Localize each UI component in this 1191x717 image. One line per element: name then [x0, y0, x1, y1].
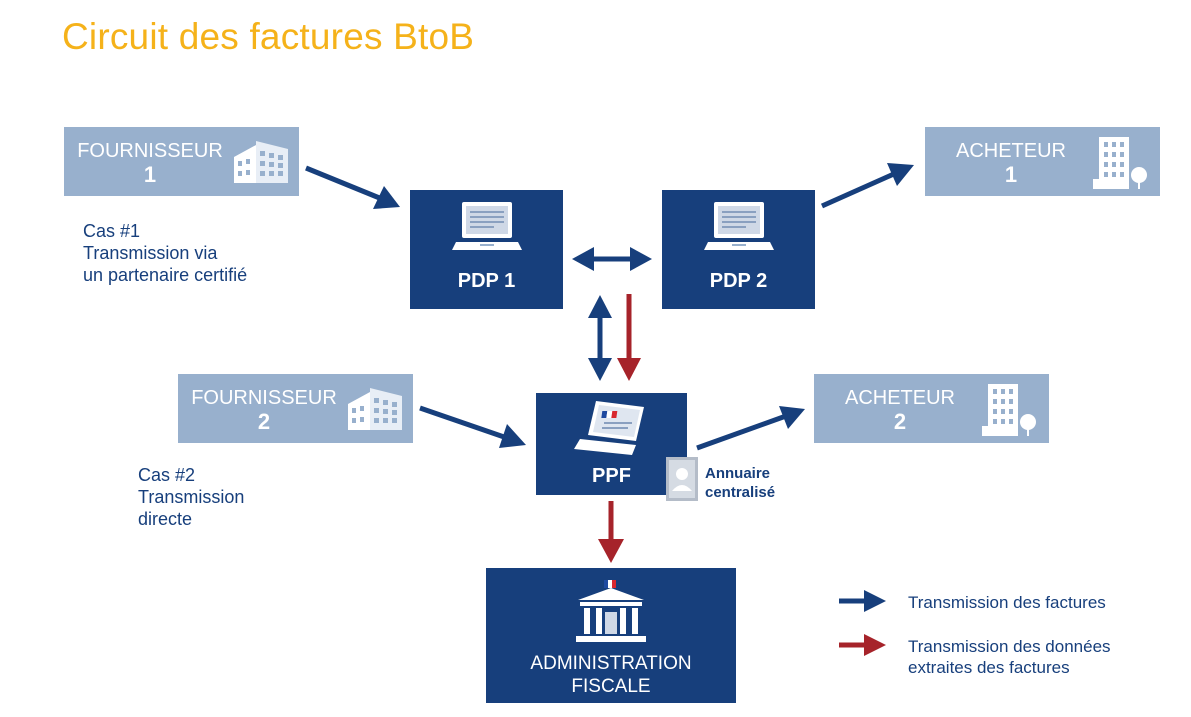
- fournisseur-1-box: FOURNISSEUR 1: [64, 127, 299, 196]
- pdp-2-box: PDP 2: [662, 190, 815, 309]
- legend-donnees-line1: Transmission des données: [908, 637, 1111, 656]
- cas-1-line3: un partenaire certifié: [83, 265, 248, 285]
- fournisseur-2-title: FOURNISSEUR: [191, 387, 337, 409]
- pdp-1-box: PDP 1: [410, 190, 563, 309]
- legend-donnees: Transmission des données extraites des f…: [908, 636, 1111, 678]
- fournisseur-2-number: 2: [257, 409, 271, 434]
- cas-2-line3: directe: [138, 509, 193, 529]
- acheteur-2-box: ACHETEUR 2: [814, 374, 1049, 443]
- cas-2-line2: Transmission: [138, 487, 245, 507]
- administration-line1: ADMINISTRATION: [530, 653, 692, 674]
- arrow-pdp1-pdp2-bidirectional: [572, 247, 652, 271]
- administration-line2: FISCALE: [571, 676, 651, 697]
- arrow-pdp2-to-acheteur1: [820, 163, 914, 209]
- government-building-icon: [576, 580, 646, 642]
- fournisseur-2-label: FOURNISSEUR 2: [184, 387, 344, 433]
- pdp-1-label: PDP 1: [457, 270, 516, 292]
- laptop-flag-icon: [574, 401, 644, 455]
- arrow-pdp1-ppf-bidirectional: [588, 295, 612, 381]
- acheteur-1-title: ACHETEUR: [955, 140, 1066, 162]
- annuaire-line2: centralisé: [705, 484, 776, 501]
- fournisseur-2-box: FOURNISSEUR 2: [178, 374, 413, 443]
- acheteur-2-title: ACHETEUR: [844, 387, 955, 409]
- annuaire-label: Annuaire centralisé: [705, 464, 775, 502]
- acheteur-1-label: ACHETEUR 1: [931, 140, 1091, 186]
- cas-2-line1: Cas #2: [138, 465, 196, 485]
- office-tower-icon: [1093, 137, 1147, 189]
- ppf-label: PPF: [592, 465, 631, 487]
- arrow-ppf-to-acheteur2: [696, 406, 805, 451]
- administration-fiscale-box: ADMINISTRATION FISCALE: [486, 568, 736, 703]
- pdp-2-label: PDP 2: [709, 270, 768, 292]
- fournisseur-1-number: 1: [143, 162, 157, 187]
- acheteur-2-label: ACHETEUR 2: [820, 387, 980, 433]
- office-tower-icon: [982, 384, 1036, 436]
- laptop-icon: [452, 202, 522, 250]
- directory-contact-icon: [666, 457, 698, 501]
- arrow-pdp-to-ppf-data: [617, 294, 641, 381]
- acheteur-1-number: 1: [1004, 162, 1018, 187]
- administration-fiscale-label: ADMINISTRATION FISCALE: [486, 652, 736, 698]
- legend-blue-arrow: [839, 590, 886, 612]
- fournisseur-1-label: FOURNISSEUR 1: [70, 140, 230, 186]
- arrow-fournisseur2-to-ppf: [419, 405, 526, 448]
- legend-red-arrow: [839, 634, 886, 656]
- factory-building-icon: [348, 388, 402, 430]
- page-title: Circuit des factures BtoB: [62, 16, 475, 57]
- acheteur-1-box: ACHETEUR 1: [925, 127, 1160, 196]
- legend-factures: Transmission des factures: [908, 593, 1106, 612]
- arrow-ppf-to-administration-data: [598, 501, 624, 563]
- annuaire-line1: Annuaire: [705, 465, 771, 482]
- fournisseur-1-title: FOURNISSEUR: [77, 140, 223, 162]
- legend-donnees-line2: extraites des factures: [908, 658, 1070, 677]
- acheteur-2-number: 2: [893, 409, 907, 434]
- cas-1-note: Cas #1 Transmission via un partenaire ce…: [83, 220, 247, 286]
- cas-1-line1: Cas #1: [83, 221, 141, 241]
- cas-1-line2: Transmission via: [83, 243, 218, 263]
- arrow-fournisseur1-to-pdp1: [305, 165, 400, 209]
- factory-building-icon: [234, 141, 288, 183]
- laptop-icon: [704, 202, 774, 250]
- ppf-box: PPF: [536, 393, 687, 495]
- cas-2-note: Cas #2 Transmission directe: [138, 464, 244, 530]
